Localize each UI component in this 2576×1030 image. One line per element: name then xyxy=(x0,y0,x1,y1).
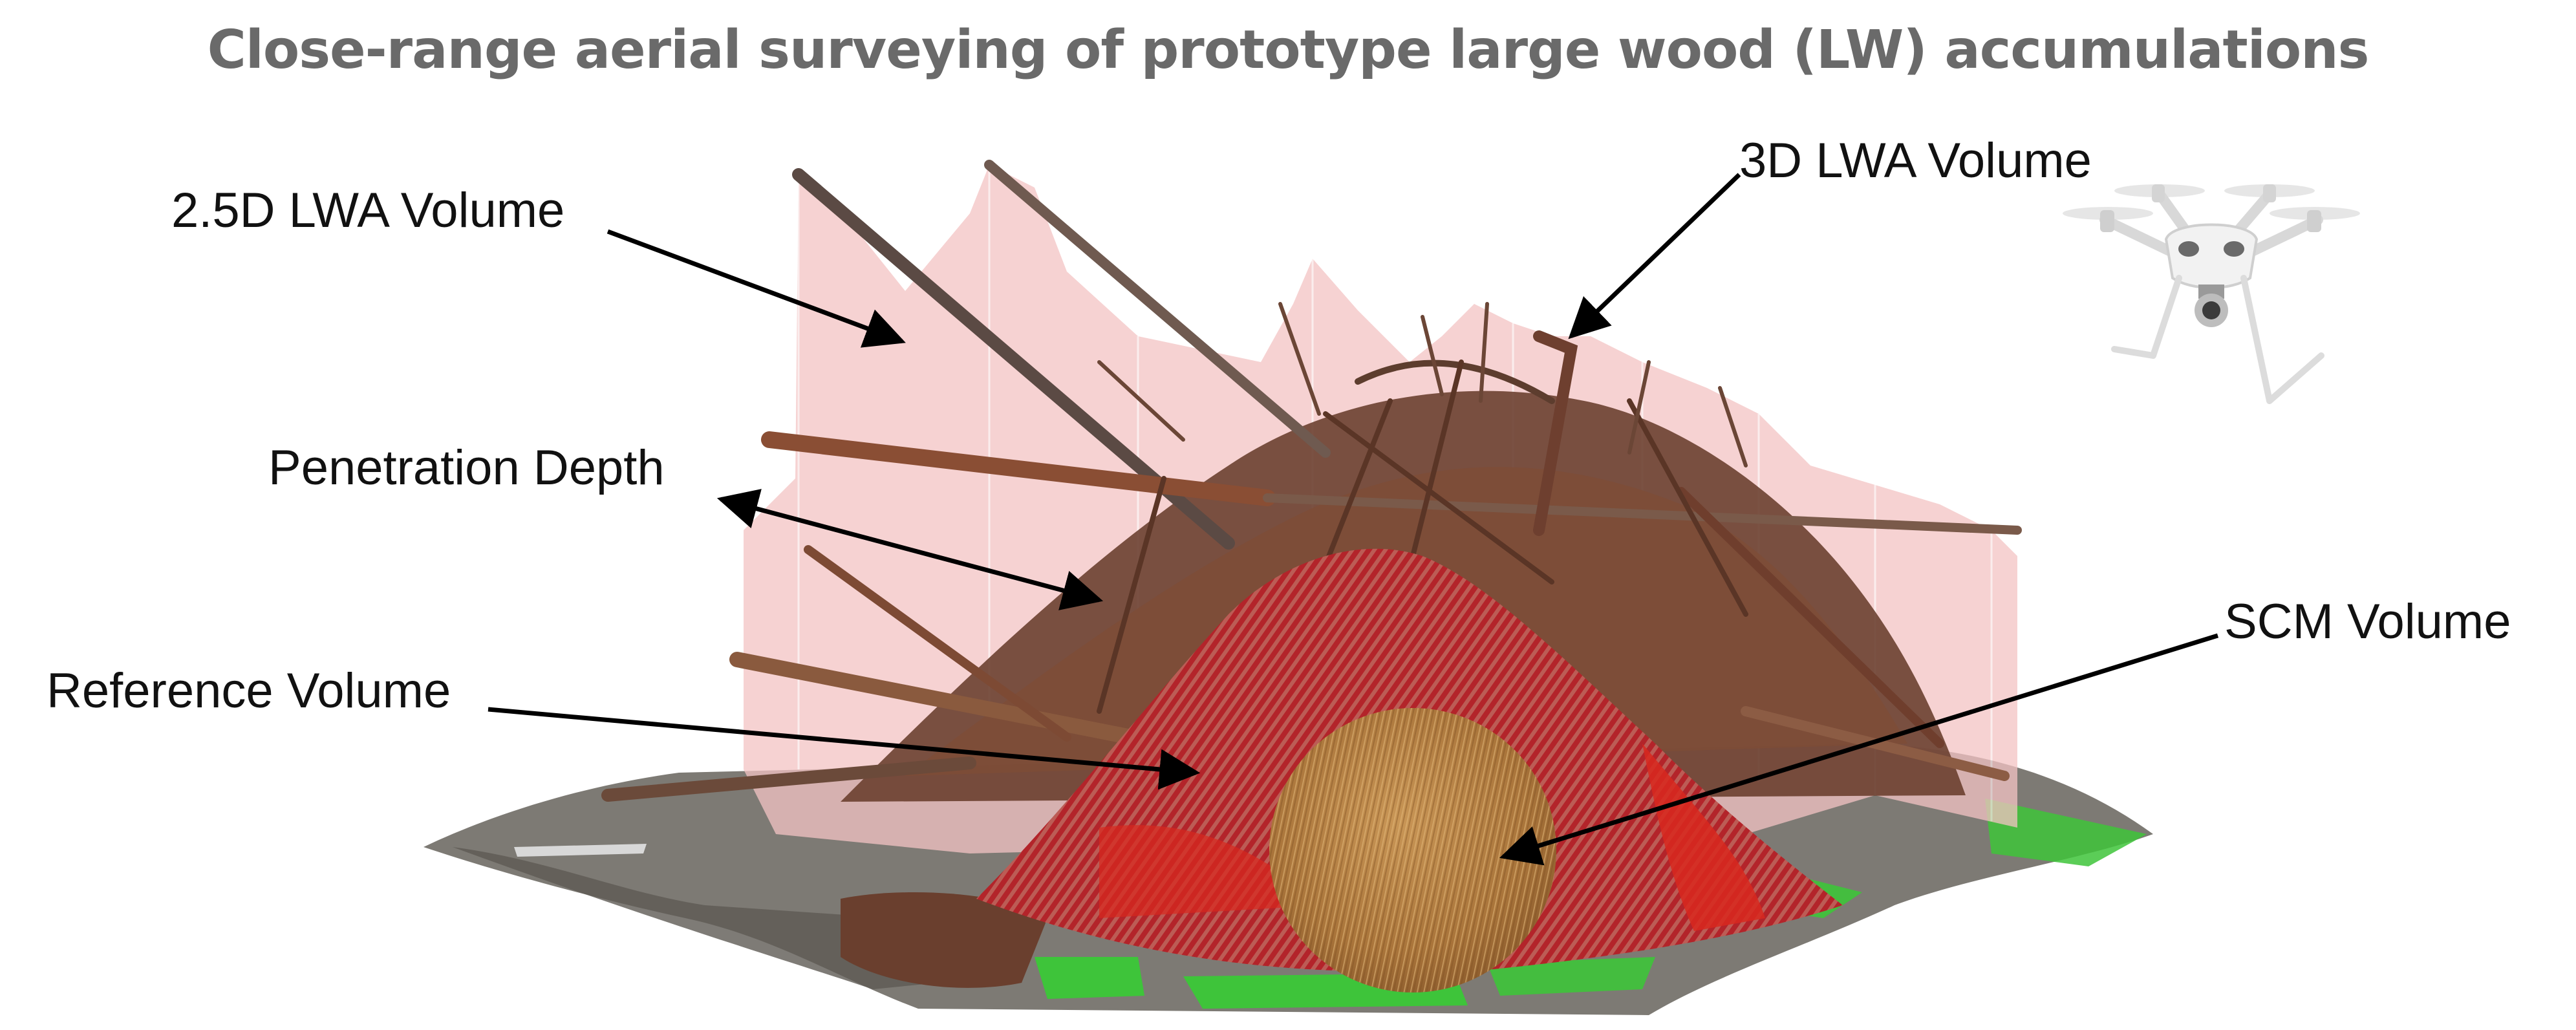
annotation-arrows xyxy=(488,173,2219,866)
arrow-3d-lwa-volume xyxy=(1568,173,1741,339)
label-25d-lwa-volume: 2.5D LWA Volume xyxy=(171,183,565,238)
arrow-reference-volume xyxy=(488,707,1201,790)
label-penetration-depth: Penetration Depth xyxy=(268,440,665,495)
arrow-25d-lwa-volume xyxy=(606,229,906,348)
page-title: Close-range aerial surveying of prototyp… xyxy=(207,19,2370,81)
arrow-scm-volume xyxy=(1499,633,2219,866)
arrow-penetration-depth xyxy=(716,489,1104,610)
label-scm-volume: SCM Volume xyxy=(2224,594,2511,649)
scm-volume-disc xyxy=(1269,708,1556,992)
label-reference-volume: Reference Volume xyxy=(47,663,451,718)
quadcopter-drone-icon xyxy=(2063,184,2360,404)
label-3d-lwa-volume: 3D LWA Volume xyxy=(1739,133,2092,188)
